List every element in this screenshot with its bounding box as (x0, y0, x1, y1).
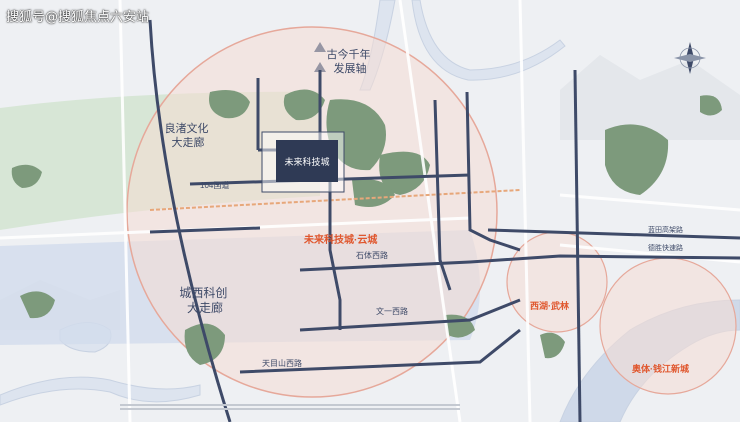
west-lake-label: 西湖·武林 (530, 300, 570, 311)
road-wenyi: 文一西路 (376, 306, 408, 316)
rail-line (149, 189, 521, 211)
road-104: 104国道 (200, 180, 229, 190)
heritage-axis-label: 古今千年 发展轴 (326, 47, 373, 75)
heritage-line-2: 发展轴 (334, 61, 367, 75)
project-logo-box (276, 140, 338, 182)
axis-arrows (314, 42, 326, 72)
watermark: 搜狐号@搜狐焦点六安站 (6, 10, 150, 25)
liangzhu-line-2: 大走廊 (172, 135, 205, 149)
future-city-label: 未来科技城·云城 (303, 233, 377, 246)
liangzhu-axis-label: 良渚文化 大走廊 (164, 121, 211, 149)
heritage-line-1: 古今千年 (326, 47, 370, 61)
fine-print (120, 402, 460, 414)
map-labels: 古今千年 发展轴 良渚文化 大走廊 城西科创 大走廊 未来科技城·云城 西湖·武… (164, 47, 689, 374)
chengxi-line-2: 大走廊 (187, 300, 223, 315)
olympic-label: 奥体·钱江新城 (631, 363, 689, 374)
road-shiti: 石体西路 (356, 250, 388, 260)
road-tianmushan: 天目山西路 (262, 358, 302, 368)
chengxi-line-1: 城西科创 (179, 286, 227, 300)
road-guangdu: 蓝田高架路 (648, 225, 683, 234)
road-desheng: 德胜快速路 (648, 243, 683, 252)
project-radius-circle (126, 26, 498, 398)
compass-icon (674, 42, 706, 74)
project-logo-text: 未来科技城 (284, 156, 329, 167)
liangzhu-line-1: 良渚文化 (164, 121, 208, 135)
chengxi-axis-label: 城西科创 大走廊 (179, 286, 230, 315)
